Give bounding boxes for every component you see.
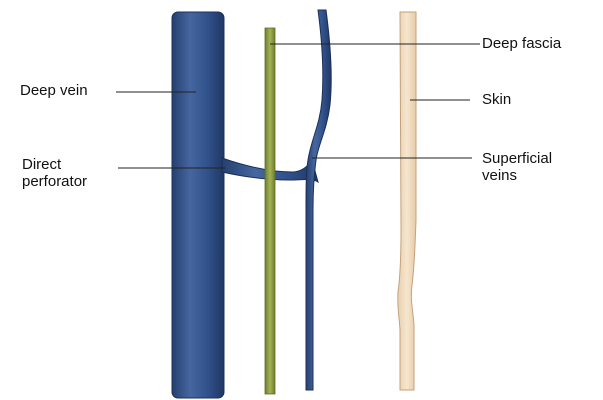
- direct-perforator-label-line-2: perforator: [22, 173, 87, 190]
- skin-shape: [398, 12, 416, 390]
- deep-fascia-label: Deep fascia: [482, 35, 561, 52]
- superficial-veins-label-line-1: Superficial: [482, 150, 552, 167]
- direct-perforator-label-line-1: Direct: [22, 156, 87, 173]
- superficial-veins-label-line-2: veins: [482, 167, 552, 184]
- deep-fascia-shape: [265, 28, 275, 394]
- direct-perforator-label: Direct perforator: [22, 156, 87, 190]
- skin-label: Skin: [482, 91, 511, 108]
- deep-vein-shape: [172, 12, 224, 398]
- deep-vein-label: Deep vein: [20, 82, 88, 99]
- superficial-vein-shape: [306, 10, 331, 390]
- superficial-veins-label: Superficial veins: [482, 150, 552, 184]
